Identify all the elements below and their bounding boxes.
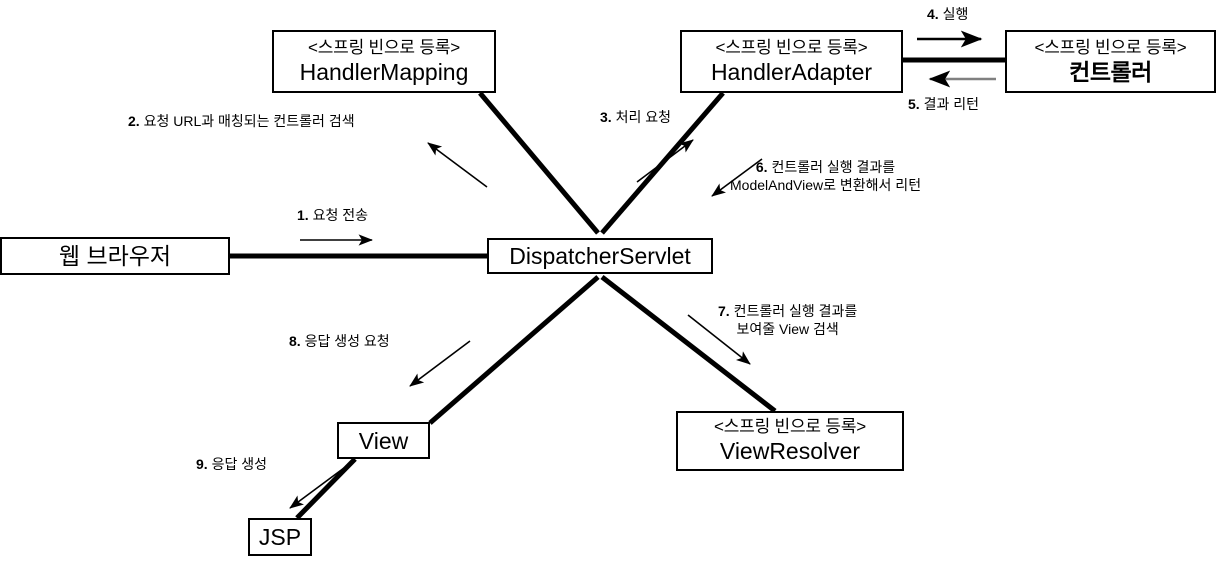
step-label-5: 5. 결과 리턴 bbox=[908, 95, 979, 113]
step-text: 컨트롤러 실행 결과를 bbox=[771, 159, 896, 175]
step-text: 처리 요청 bbox=[615, 109, 671, 125]
node-handler-mapping[interactable]: <스프링 빈으로 등록> HandlerMapping bbox=[272, 30, 496, 93]
link-dispatcher-handlermapping bbox=[478, 91, 600, 235]
node-stereotype: <스프링 빈으로 등록> bbox=[1034, 37, 1187, 57]
node-stereotype: <스프링 빈으로 등록> bbox=[307, 37, 461, 57]
step-number: 2. bbox=[128, 113, 140, 129]
node-web-browser[interactable]: 웹 브라우저 bbox=[0, 237, 230, 275]
step-label-3: 3. 처리 요청 bbox=[600, 108, 671, 126]
step-text-line2: ModelAndView로 변환해서 리턴 bbox=[730, 177, 922, 193]
node-view[interactable]: View bbox=[337, 422, 430, 459]
node-label: DispatcherServlet bbox=[509, 243, 691, 269]
step-text: 요청 URL과 매칭되는 컨트롤러 검색 bbox=[143, 113, 355, 129]
node-label: HandlerMapping bbox=[299, 58, 469, 85]
step-number: 6. bbox=[755, 159, 768, 175]
step-number: 7. bbox=[718, 303, 730, 319]
link-view-jsp bbox=[295, 457, 357, 520]
node-dispatcher-servlet[interactable]: DispatcherServlet bbox=[487, 238, 713, 274]
step-label-8: 8. 응답 생성 요청 bbox=[289, 332, 390, 350]
node-label: JSP bbox=[258, 524, 302, 550]
node-label: ViewResolver bbox=[719, 438, 861, 464]
step-number: 4. bbox=[927, 6, 939, 22]
node-stereotype: <스프링 빈으로 등록> bbox=[715, 37, 868, 57]
step-text-line2: 보여줄 View 검색 bbox=[736, 321, 839, 337]
step-text: 요청 전송 bbox=[312, 207, 368, 223]
step-label-6: 6. 컨트롤러 실행 결과를 ModelAndView로 변환해서 리턴 bbox=[730, 158, 921, 194]
step-label-9: 9. 응답 생성 bbox=[196, 455, 267, 473]
link-dispatcher-viewresolver bbox=[600, 275, 777, 413]
node-handler-adapter[interactable]: <스프링 빈으로 등록> HandlerAdapter bbox=[680, 30, 903, 93]
node-label: HandlerAdapter bbox=[710, 58, 873, 85]
step-number: 8. bbox=[289, 333, 301, 349]
step-number: 1. bbox=[297, 207, 309, 223]
node-view-resolver[interactable]: <스프링 빈으로 등록> ViewResolver bbox=[676, 411, 904, 471]
step-text: 응답 생성 요청 bbox=[304, 333, 390, 349]
step-text: 결과 리턴 bbox=[923, 96, 979, 112]
step-label-7: 7. 컨트롤러 실행 결과를 보여줄 View 검색 bbox=[718, 302, 857, 338]
step-text: 응답 생성 bbox=[211, 456, 267, 472]
arrow-step-8 bbox=[409, 340, 471, 387]
arrow-step-9 bbox=[289, 464, 349, 509]
arrow-step-2 bbox=[427, 142, 488, 188]
step-label-4: 4. 실행 bbox=[927, 5, 968, 23]
step-label-1: 1. 요청 전송 bbox=[297, 206, 368, 224]
node-jsp[interactable]: JSP bbox=[248, 518, 312, 556]
arrow-step-3 bbox=[636, 139, 694, 183]
step-text: 실행 bbox=[942, 6, 969, 22]
node-label: 컨트롤러 bbox=[1069, 58, 1152, 85]
link-dispatcher-view bbox=[428, 275, 600, 425]
node-label: View bbox=[358, 427, 409, 454]
step-label-2: 2. 요청 URL과 매칭되는 컨트롤러 검색 bbox=[128, 112, 355, 130]
node-label: 웹 브라우저 bbox=[58, 243, 172, 269]
step-number: 9. bbox=[196, 456, 208, 472]
step-text: 컨트롤러 실행 결과를 bbox=[733, 303, 858, 319]
node-stereotype: <스프링 빈으로 등록> bbox=[713, 417, 867, 436]
node-controller[interactable]: <스프링 빈으로 등록> 컨트롤러 bbox=[1005, 30, 1216, 93]
step-number: 3. bbox=[600, 109, 612, 125]
step-number: 5. bbox=[908, 96, 920, 112]
